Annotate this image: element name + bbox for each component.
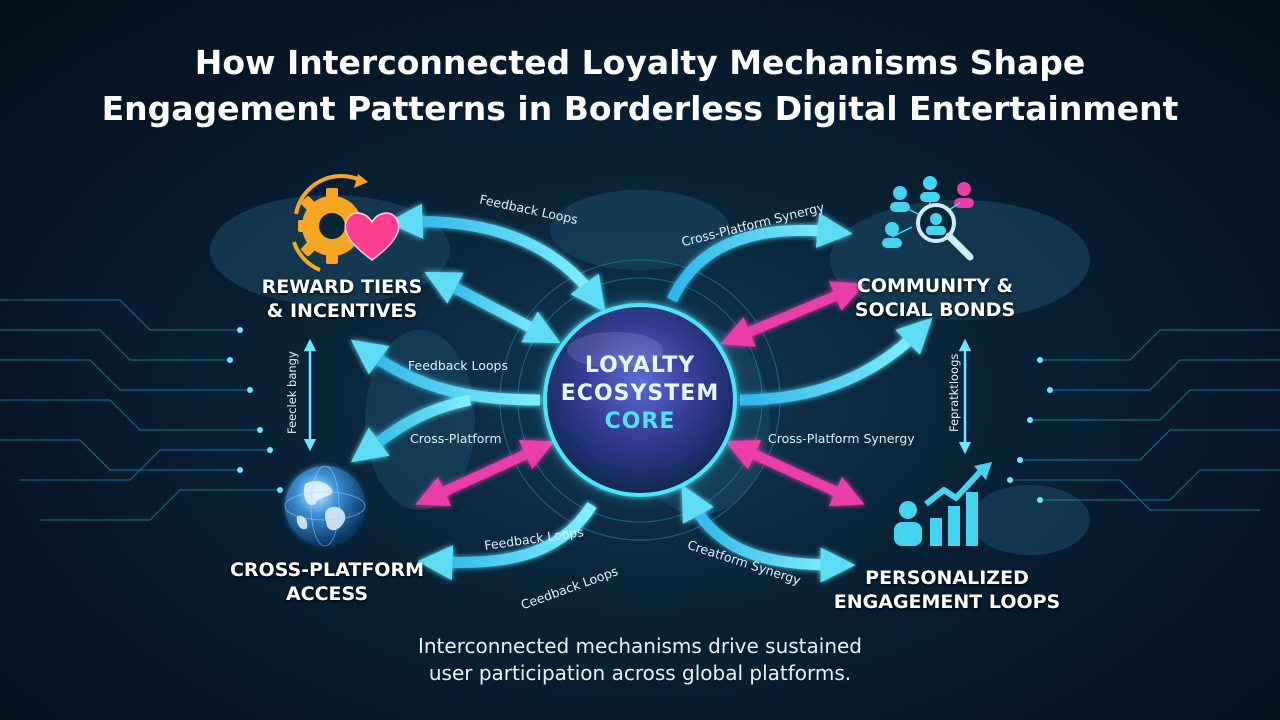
label-left-lower: Cross-Platform [410,431,502,446]
node-access-line-1: CROSS-PLATFORM [229,559,425,581]
caption: Interconnected mechanisms drive sustaine… [340,633,940,687]
caption-line-1: Interconnected mechanisms drive sustaine… [417,634,863,658]
caption-line-2: user participation across global platfor… [428,661,852,685]
node-engagement-label: PERSONALIZED ENGAGEMENT LOOPS [832,566,1062,614]
label-right-vertical: Fepratktloogs [947,354,961,432]
arrow-left-fork [350,339,541,406]
globe-icon [284,465,366,547]
core-line-3: CORE [604,409,676,434]
title-line-1: How Interconnected Loyalty Mechanisms Sh… [194,43,1086,82]
magenta-arrows [415,281,865,506]
arrow-right-fork [739,317,933,406]
node-community-line-1: COMMUNITY & [856,275,1014,297]
arrow-reward-to-core [424,271,561,344]
node-reward-line-1: REWARD TIERS [261,276,423,298]
node-engagement-line-2: ENGAGEMENT LOOPS [833,591,1061,613]
arrow-core-engagement [725,440,865,506]
core-line-1: LOYALTY [584,353,696,378]
node-community-line-2: SOCIAL BONDS [854,299,1016,321]
arrow-core-community [720,281,865,347]
core-highlight [567,332,663,368]
circuit-lines-right [1010,329,1280,511]
gear-heart-icon [292,174,400,272]
node-engagement-line-1: PERSONALIZED [865,567,1029,589]
node-access-line-2: ACCESS [285,583,369,605]
arrow-top-left-curve [387,203,606,313]
people-network-icon [882,176,974,261]
arrow-bottom-left [417,501,597,581]
node-access-label: CROSS-PLATFORM ACCESS [222,558,432,606]
label-right-lower: Cross-Platform Synergy [768,431,915,446]
title-line-2: Engagement Patterns in Borderless Digita… [101,89,1179,128]
arrow-bottom-right [681,484,856,583]
page-title: How Interconnected Loyalty Mechanisms Sh… [0,40,1280,132]
node-reward-label: REWARD TIERS & INCENTIVES [252,275,432,323]
growth-chart-icon [894,462,992,546]
label-bottom-left-2: Ceedback Loops [519,563,620,612]
circuit-lines-left [0,299,280,521]
arrow-top-right-curve [667,212,853,303]
label-mid-left: Feedback Loops [408,358,508,373]
arrow-left-fork-lower [350,394,472,463]
node-reward-line-2: & INCENTIVES [266,300,418,322]
label-left-vertical: Feeclek bangy [285,351,299,434]
label-top-left: Feedback Loops [478,192,579,227]
core-line-2: ECOSYSTEM [560,381,720,406]
cyan-arrows [350,203,933,583]
core-label: LOYALTY ECOSYSTEM CORE [540,352,740,436]
node-community-label: COMMUNITY & SOCIAL BONDS [840,274,1030,322]
core-sphere [543,303,737,497]
arrow-core-access [415,440,555,506]
circuit-nodes [227,327,1053,503]
